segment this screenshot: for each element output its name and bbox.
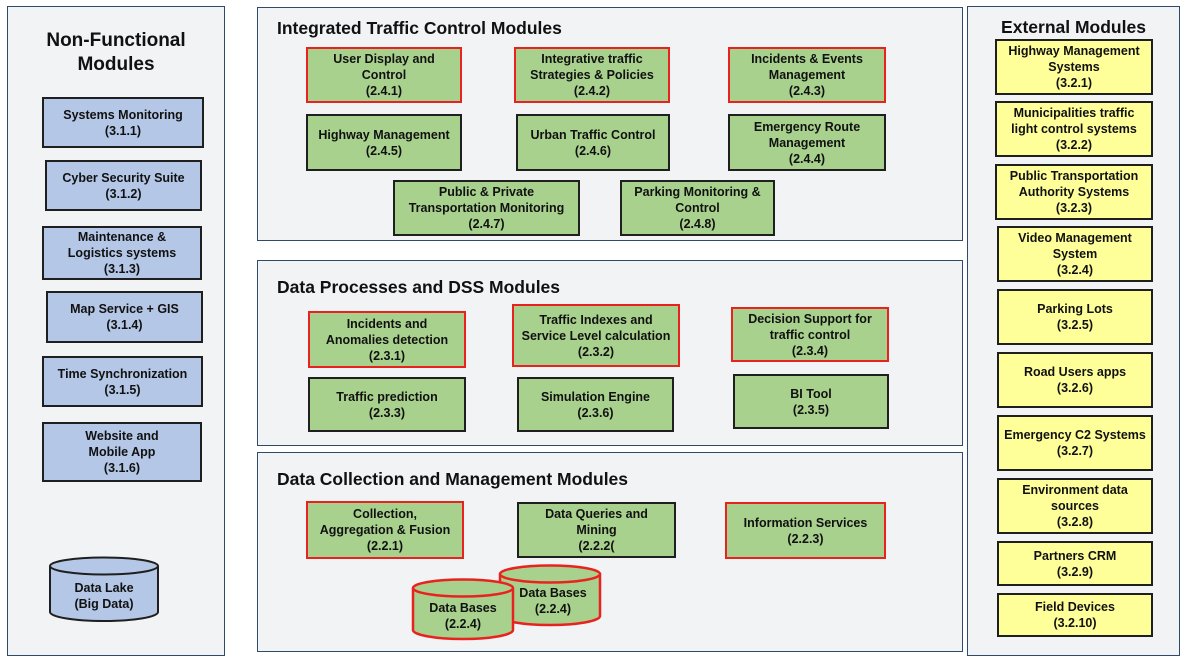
databases-cylinder-back[interactable]: Data Bases (2.2.4): [498, 564, 602, 628]
module-environment-data-sources[interactable]: Environment data sources (3.2.8): [997, 478, 1153, 534]
external-title: External Modules: [1001, 17, 1146, 37]
module-information-services[interactable]: Information Services (2.2.3): [725, 502, 886, 559]
module-parking-lots[interactable]: Parking Lots (3.2.5): [997, 289, 1153, 345]
module-decision-support[interactable]: Decision Support for traffic control (2.…: [731, 307, 889, 362]
module-incidents-events-mgmt[interactable]: Incidents & Events Management (2.4.3): [728, 47, 886, 103]
module-cyber-security-suite[interactable]: Cyber Security Suite (3.1.2): [45, 160, 202, 211]
module-website-mobile-app[interactable]: Website and Mobile App (3.1.6): [42, 422, 202, 482]
dss-title: Data Processes and DSS Modules: [277, 277, 561, 297]
module-maintenance-logistics[interactable]: Maintenance & Logistics systems (3.1.3): [42, 226, 202, 280]
module-video-management[interactable]: Video Management System (3.2.4): [997, 226, 1153, 282]
databases-back-label: Data Bases (2.2.4): [519, 586, 587, 616]
module-collection-aggregation[interactable]: Collection, Aggregation & Fusion (2.2.1): [306, 501, 464, 559]
dcm-title: Data Collection and Management Modules: [277, 469, 629, 489]
module-integrative-strategies[interactable]: Integrative traffic Strategies & Policie…: [514, 47, 670, 103]
module-field-devices[interactable]: Field Devices (3.2.10): [997, 593, 1153, 637]
module-bi-tool[interactable]: BI Tool (2.3.5): [733, 374, 889, 429]
data-lake-cylinder[interactable]: Data Lake (Big Data): [48, 556, 160, 624]
databases-cylinder-front[interactable]: Data Bases (2.2.4): [411, 578, 515, 642]
cylinder-shape: [411, 578, 515, 641]
module-incidents-anomalies[interactable]: Incidents and Anomalies detection (2.3.1…: [308, 311, 466, 368]
cylinder-shape: [49, 556, 159, 622]
module-user-display-control[interactable]: User Display and Control (2.4.1): [306, 47, 462, 103]
cylinder-shape: [498, 564, 602, 627]
module-time-synchronization[interactable]: Time Synchronization (3.1.5): [42, 356, 203, 407]
module-simulation-engine[interactable]: Simulation Engine (2.3.6): [517, 377, 674, 432]
module-road-users-apps[interactable]: Road Users apps (3.2.6): [997, 352, 1153, 408]
module-map-service-gis[interactable]: Map Service + GIS (3.1.4): [46, 291, 203, 343]
data-lake-label: Data Lake (Big Data): [74, 581, 134, 611]
module-traffic-indexes[interactable]: Traffic Indexes and Service Level calcul…: [512, 304, 680, 367]
module-data-queries-mining[interactable]: Data Queries and Mining (2.2.2(: [517, 502, 676, 558]
nonfunctional-title: Non-Functional Modules: [46, 30, 186, 75]
module-urban-traffic-control[interactable]: Urban Traffic Control (2.4.6): [516, 114, 670, 171]
module-public-private-transport[interactable]: Public & Private Transportation Monitori…: [393, 180, 580, 236]
databases-front-label: Data Bases (2.2.4): [429, 601, 497, 631]
module-traffic-prediction[interactable]: Traffic prediction (2.3.3): [308, 377, 466, 432]
module-public-transport-authority[interactable]: Public Transportation Authority Systems …: [995, 164, 1153, 220]
module-partners-crm[interactable]: Partners CRM (3.2.9): [997, 541, 1153, 586]
module-highway-management[interactable]: Highway Management (2.4.5): [306, 114, 462, 171]
module-municipalities-traffic-light[interactable]: Municipalities traffic light control sys…: [995, 101, 1153, 157]
module-parking-monitoring[interactable]: Parking Monitoring & Control (2.4.8): [620, 180, 775, 236]
module-emergency-c2[interactable]: Emergency C2 Systems (3.2.7): [997, 415, 1153, 471]
module-highway-mgmt-systems[interactable]: Highway Management Systems (3.2.1): [995, 39, 1153, 95]
module-systems-monitoring[interactable]: Systems Monitoring (3.1.1): [42, 97, 204, 148]
module-emergency-route-mgmt[interactable]: Emergency Route Management (2.4.4): [728, 114, 886, 171]
itc-title: Integrated Traffic Control Modules: [277, 18, 562, 38]
